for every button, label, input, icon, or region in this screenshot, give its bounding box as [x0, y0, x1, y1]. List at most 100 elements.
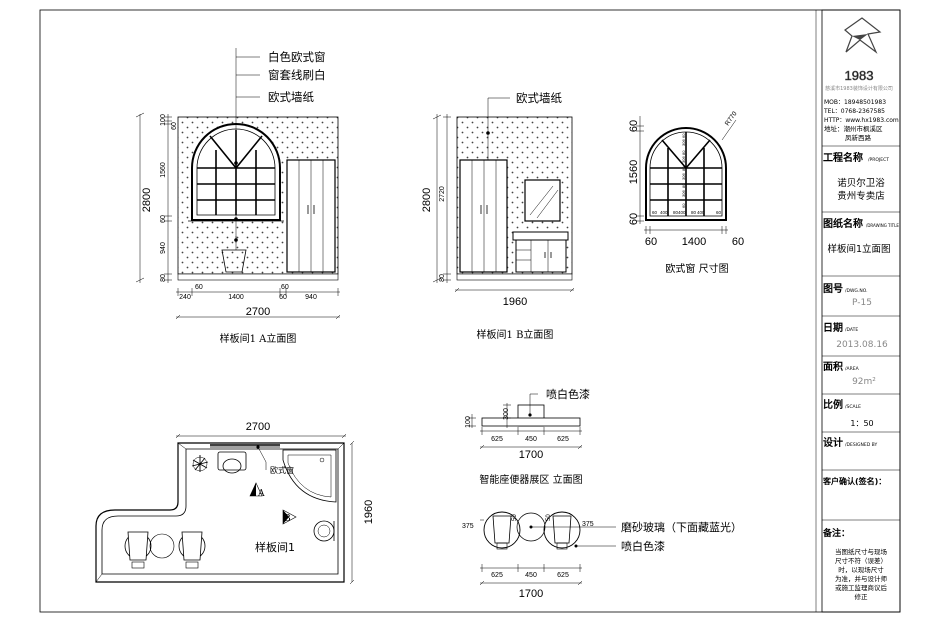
dim-text: 940 [305, 294, 317, 301]
label-european-window: 欧式窗 [270, 465, 294, 475]
dim-text: 306 [681, 139, 686, 146]
dim-radius: R770 [724, 110, 739, 127]
marker-letter: B [284, 514, 291, 524]
toilet-display-left [483, 511, 521, 550]
dim-text: 60 [195, 284, 203, 291]
mob-text: MOB：18948501983 [824, 99, 886, 106]
dim-text: 60 [681, 133, 686, 138]
dim-total: 1700 [519, 588, 543, 600]
dim-text: 80 [673, 210, 679, 215]
display-platform [481, 417, 581, 427]
toilet-display-elevation: 喷白色漆 300 100 625 450 625 1700 智能座便器展区 立面… [465, 387, 590, 486]
dim-text: 400 [660, 210, 668, 215]
dim-text: 60 [628, 213, 640, 225]
plant-icon [191, 455, 209, 472]
window-detail: R770 60 400 80 400 80 400 60 60 306 80 3… [628, 110, 744, 275]
toilet-display-right [178, 531, 206, 569]
http-text: HTTP：www.hx1983.com [824, 117, 899, 124]
date-value: 2013.08.16 [836, 340, 888, 350]
note-label: 备注： [822, 527, 850, 539]
dim-text: 80 [681, 166, 686, 171]
dim-text: 450 [525, 572, 537, 579]
dim-depth: 1960 [363, 500, 375, 524]
project-name-2: 贵州专卖店 [837, 190, 885, 202]
dim-total: 1700 [519, 449, 543, 461]
view-marker-b: B [282, 509, 297, 525]
dwg-no-value: P-15 [852, 298, 872, 308]
scale-label-en: /SCALE [845, 404, 861, 410]
callout-white-window: 白色欧式窗 [268, 50, 326, 64]
caption-window-detail: 欧式窗 尺寸图 [665, 262, 728, 275]
area-value: 92m² [852, 377, 876, 387]
dim-text: 60 [652, 210, 658, 215]
mirror [524, 179, 561, 222]
dim-text: 60 [171, 122, 178, 130]
drawing-title-label: 图纸名称 [823, 217, 863, 230]
callout-white-paint: 喷白色漆 [621, 539, 665, 553]
dwg-no-label-en: /DWG.NO. [845, 288, 868, 294]
note-line: 修正 [855, 592, 869, 601]
callout-wallpaper: 欧式墙纸 [268, 90, 314, 104]
dim-width: 1960 [503, 296, 527, 308]
dim-text: 1560 [160, 162, 167, 178]
toilet-plan [217, 451, 247, 474]
note-line: 时，以现场尺寸 [838, 565, 884, 574]
dim-text: 375 [462, 523, 474, 530]
sink-plan [313, 520, 335, 542]
dim-text: 625 [491, 436, 503, 443]
dim-text: 60 [681, 203, 686, 208]
dim-text: 60 [628, 120, 640, 132]
caption-elevation-a: 样板间1 A立面图 [220, 332, 297, 345]
dim-text: 625 [557, 436, 569, 443]
note-line: 为准，并与设计师 [835, 574, 888, 583]
toilet-display-left [124, 531, 152, 569]
elevation-a: 白色欧式窗 窗套线刷白 欧式墙纸 100 60 1560 60 940 80 2… [135, 48, 341, 345]
project-label-en: /PROJECT [868, 157, 889, 163]
client-sign-label: 客户确认(签名)： [822, 476, 886, 486]
toilet-display-plan: 磨砂玻璃（下面藏蓝光） 喷白色漆 375 375 50 50 625 450 6… [462, 511, 742, 600]
dim-text: 100 [465, 416, 472, 428]
dim-text: 400 [697, 210, 705, 215]
dim-text: 60 [645, 236, 657, 248]
plan-window: 欧式窗 [210, 444, 294, 475]
logo-number: 1983 [845, 68, 874, 83]
note-line: 尺寸不符（误差） [835, 556, 887, 565]
vanity-cabinet [512, 231, 569, 273]
room-outline [95, 442, 345, 583]
dim-text: 50 [512, 514, 518, 521]
address-line-2: 凤新西路 [845, 133, 872, 142]
dim-text: 60 [160, 215, 167, 223]
callout-window-trim: 窗套线刷白 [268, 68, 326, 82]
dim-text: 100 [160, 114, 167, 126]
dim-text: 306 [681, 190, 686, 197]
designer-label: 设计 [823, 436, 843, 449]
dim-text: 940 [160, 242, 167, 254]
dim-width: 2700 [246, 306, 270, 318]
room-label: 样板间1 [255, 540, 295, 554]
dim-text: 306 [681, 173, 686, 180]
dwg-no-label: 图号 [823, 283, 843, 295]
dim-text: 1400 [682, 236, 706, 248]
caption-toilet-elevation: 智能座便器展区 立面图 [479, 473, 582, 486]
drawing-title-label-en: /DRAWING TITLE [866, 223, 899, 228]
date-label-en: /DATE [845, 327, 858, 333]
dim-text: 306 [681, 156, 686, 163]
skirting [177, 273, 339, 281]
marker-letter: A [257, 489, 265, 499]
dim-text: 80 [681, 150, 686, 155]
dim-text: 50 [546, 514, 552, 521]
drawing-title-value: 样板间1立面图 [827, 243, 890, 255]
callout-frosted-glass: 磨砂玻璃（下面藏蓝光） [621, 520, 742, 534]
dim-text: 240 [179, 294, 191, 301]
dim-text: 300 [503, 408, 510, 420]
dim-text: 80 [691, 210, 697, 215]
dim-text: 375 [582, 521, 594, 528]
callout-wallpaper: 欧式墙纸 [516, 91, 562, 105]
note-line: 当图纸尺寸与现场 [835, 547, 888, 556]
scale-value: 1：50 [850, 419, 873, 428]
dim-text: 60 [732, 236, 744, 248]
dim-text: 625 [491, 572, 503, 579]
toilet-elevation [221, 249, 247, 273]
dim-text: 1560 [628, 160, 640, 184]
